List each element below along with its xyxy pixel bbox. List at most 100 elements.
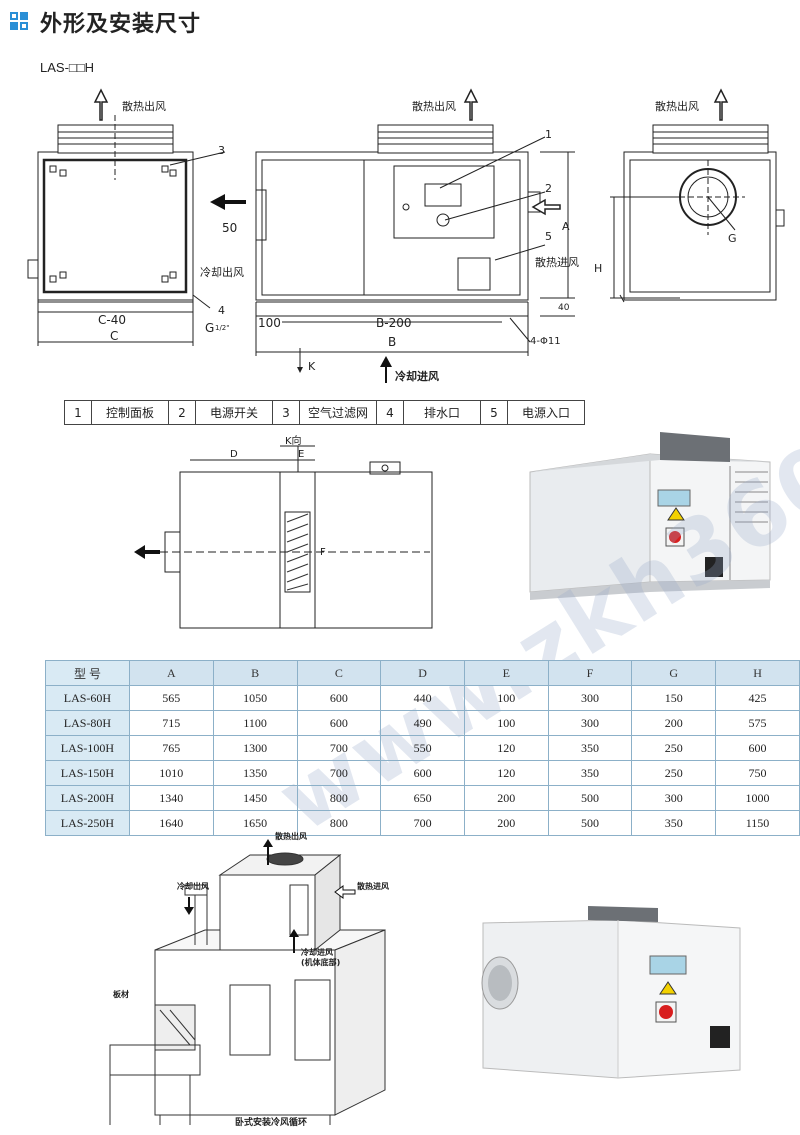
dim-g: G xyxy=(728,232,737,245)
col-header: F xyxy=(547,660,633,686)
cell: 150 xyxy=(631,685,717,711)
install-top-out: 散热出风 xyxy=(275,831,307,841)
cell: 100 xyxy=(463,710,549,736)
cell: 440 xyxy=(380,685,465,711)
dim-g-frac: 1/2" xyxy=(215,324,230,332)
legend-label: 电源入口 xyxy=(507,400,585,425)
col-header: D xyxy=(380,660,465,686)
cell: 1650 xyxy=(212,810,298,836)
callout-2: 2 xyxy=(545,182,552,195)
installation-sketch: 散热出风 冷却出风 散热进风 冷却进风 (机体底部) 板材 卧式安装冷风循环 xyxy=(109,831,389,1128)
cell: 550 xyxy=(380,735,465,761)
spec-table: 型 号 A B C D E F G H LAS-60H 565 1050 600… xyxy=(45,660,800,836)
legend-label: 空气过滤网 xyxy=(299,400,377,425)
dim-c40: C-40 xyxy=(98,313,126,327)
dim-k: K xyxy=(308,360,316,373)
cell: 600 xyxy=(715,735,800,761)
cell: 350 xyxy=(631,810,717,836)
dim-50: 50 xyxy=(222,221,237,235)
dim-b200: B-200 xyxy=(376,316,411,330)
legend-num: 4 xyxy=(376,400,404,425)
callout-5: 5 xyxy=(545,230,552,243)
title-icon xyxy=(10,12,32,32)
cell: 1150 xyxy=(715,810,800,836)
legend-label: 排水口 xyxy=(403,400,481,425)
cell: 700 xyxy=(296,735,382,761)
legend-label: 控制面板 xyxy=(91,400,169,425)
callout-1: 1 xyxy=(545,128,552,141)
cell: 100 xyxy=(463,685,549,711)
cell: 300 xyxy=(547,710,633,736)
product-photo-side xyxy=(481,906,741,1079)
col-header: B xyxy=(212,660,298,686)
cell: 250 xyxy=(631,760,717,786)
label-exhaust-left: 散热出风 xyxy=(122,99,166,113)
cell: 1450 xyxy=(212,785,298,811)
label-cool-out: 冷却出风 xyxy=(200,265,244,279)
dim-b: B xyxy=(388,335,396,349)
table-row: LAS-60H 565 1050 600 440 100 300 150 425 xyxy=(45,685,800,711)
orthographic-drawings: 散热出风 散热出风 散热出风 冷却出风 散热进风 冷却进风 C-40 C B-2… xyxy=(27,88,785,383)
dim-holes: 4-Φ11 xyxy=(530,336,561,347)
cell: LAS-60H xyxy=(45,685,130,711)
cell: 800 xyxy=(296,785,382,811)
label-cool-in: 冷却进风 xyxy=(395,369,439,383)
table-row: LAS-200H 1340 1450 800 650 200 500 300 1… xyxy=(45,785,800,811)
cell: 1000 xyxy=(715,785,800,811)
install-heat-in: 散热进风 xyxy=(357,881,389,891)
col-header: H xyxy=(715,660,800,686)
col-header: A xyxy=(128,660,214,686)
col-header: C xyxy=(296,660,382,686)
dim-e: E xyxy=(298,449,304,460)
cell: 765 xyxy=(128,735,214,761)
cell: 425 xyxy=(715,685,800,711)
legend-num: 3 xyxy=(272,400,300,425)
install-cool-out: 冷却出风 xyxy=(177,881,209,891)
label-heat-in: 散热进风 xyxy=(535,255,579,269)
cell: 1300 xyxy=(212,735,298,761)
model-code: LAS-□□H xyxy=(40,60,94,75)
install-cool-in: 冷却进风 xyxy=(301,947,333,957)
callout-3: 3 xyxy=(218,144,225,157)
cell: 800 xyxy=(296,810,382,836)
cell: LAS-80H xyxy=(45,710,130,736)
cell: 120 xyxy=(463,735,549,761)
top-view-drawing: D E K向 F xyxy=(134,434,433,629)
cell: LAS-250H xyxy=(45,810,130,836)
dim-c: C xyxy=(110,329,118,343)
parts-legend: 1 控制面板 2 电源开关 3 空气过滤网 4 排水口 5 电源入口 xyxy=(64,400,585,425)
cell: 750 xyxy=(715,760,800,786)
cell: 200 xyxy=(631,710,717,736)
cell: LAS-150H xyxy=(45,760,130,786)
cell: 600 xyxy=(296,710,382,736)
install-cool-in-sub: (机体底部) xyxy=(301,957,340,967)
cell: 600 xyxy=(296,685,382,711)
cell: 700 xyxy=(296,760,382,786)
product-photo-angled xyxy=(529,432,771,600)
dim-a: A xyxy=(562,220,570,233)
col-header: 型 号 xyxy=(45,660,130,686)
table-row: LAS-150H 1010 1350 700 600 120 350 250 7… xyxy=(45,760,800,786)
callout-4: 4 xyxy=(218,304,225,317)
cell: 120 xyxy=(463,760,549,786)
legend-num: 5 xyxy=(480,400,508,425)
install-caption: 卧式安装冷风循环 xyxy=(235,1116,307,1128)
cell: 500 xyxy=(547,810,633,836)
cell: 1340 xyxy=(128,785,214,811)
dim-h: H xyxy=(594,262,602,275)
cell: 500 xyxy=(547,785,633,811)
cell: 200 xyxy=(463,810,549,836)
cell: 1350 xyxy=(212,760,298,786)
table-row: LAS-100H 765 1300 700 550 120 350 250 60… xyxy=(45,735,800,761)
dim-100: 100 xyxy=(258,316,281,330)
cell: 300 xyxy=(631,785,717,811)
page-title: 外形及安装尺寸 xyxy=(40,12,202,37)
cell: 350 xyxy=(547,760,633,786)
cell: 200 xyxy=(463,785,549,811)
legend-num: 2 xyxy=(168,400,196,425)
dim-k-dir: K向 xyxy=(285,434,302,447)
cell: 250 xyxy=(631,735,717,761)
legend-label: 电源开关 xyxy=(195,400,273,425)
cell: 575 xyxy=(715,710,800,736)
col-header: E xyxy=(463,660,549,686)
